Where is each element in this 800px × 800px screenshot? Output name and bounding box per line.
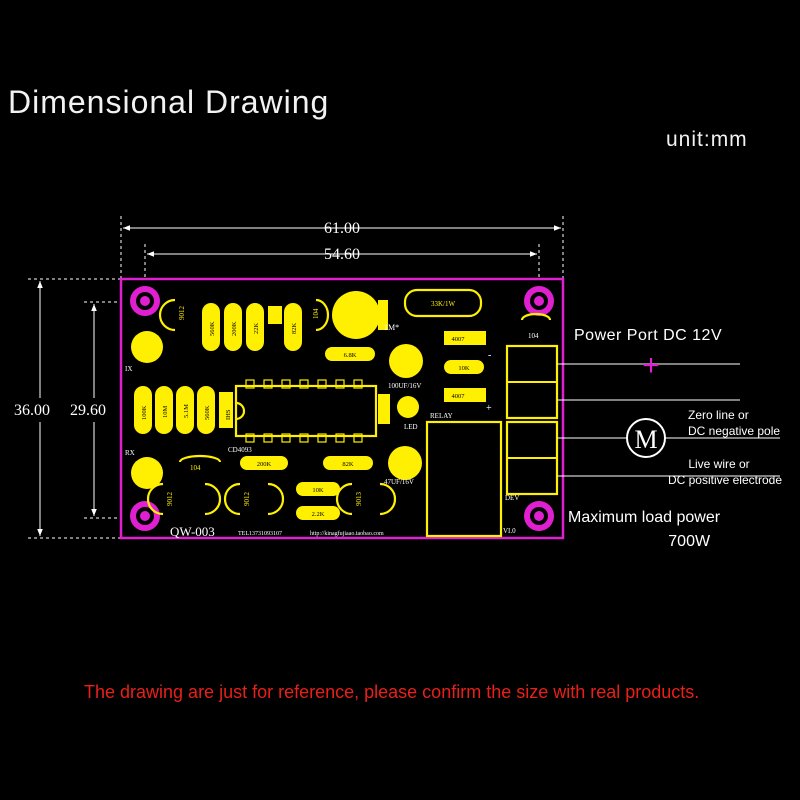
capacitor-100uf — [389, 344, 423, 378]
resistor-row-top: 560K 200K 22K 82K — [202, 303, 302, 351]
transistor-bottom-2 — [223, 482, 241, 516]
live-wire-text-2: DC positive electrode — [667, 473, 782, 487]
board-url: http://kinagfujiaao.taobao.com — [310, 530, 384, 537]
svg-text:200K: 200K — [231, 321, 238, 336]
mounting-holes — [130, 286, 554, 531]
power-port-label: Power Port DC 12V — [574, 327, 723, 344]
capacitor-104-mid — [178, 454, 222, 463]
capacitor-104-top — [315, 298, 330, 332]
resistor-6k8 — [325, 347, 375, 361]
svg-text:22K: 22K — [253, 323, 260, 335]
live-wire-text-1: Live wire or — [688, 457, 750, 471]
unit-label: unit:mm — [666, 128, 748, 151]
svg-text:100K: 100K — [141, 405, 148, 420]
diode-1 — [444, 331, 486, 345]
svg-text:104: 104 — [528, 332, 539, 340]
svg-text:104: 104 — [312, 308, 320, 319]
dim-outer-height-text: 36.00 — [14, 402, 50, 419]
diode-2 — [444, 388, 486, 402]
max-load-text-1: Maximum load power — [568, 509, 721, 526]
ic-chip — [234, 384, 378, 438]
svg-text:-: - — [488, 350, 491, 361]
svg-text:104: 104 — [190, 464, 201, 472]
svg-text:+: + — [486, 403, 492, 414]
relay — [425, 420, 503, 538]
live-wire-label: Live wire or DC positive electrode — [656, 456, 782, 488]
ir-sensor-bottom — [131, 457, 163, 489]
ir-sensor-top — [131, 331, 163, 363]
transistor-bottom-3 — [335, 482, 353, 516]
transistor-top-1 — [158, 298, 176, 332]
dim-outer-width-text: 61.00 — [324, 220, 360, 237]
svg-text:4007: 4007 — [452, 336, 466, 343]
svg-text:560K: 560K — [209, 321, 216, 336]
label-9012-a: 9012 — [178, 306, 186, 321]
svg-text:4007: 4007 — [452, 393, 466, 400]
resistor-33k — [403, 288, 483, 318]
label-rx: RX — [125, 449, 135, 457]
svg-text:200K: 200K — [257, 461, 272, 468]
page-title: Dimensional Drawing — [8, 84, 330, 120]
motor-icon — [626, 418, 666, 458]
svg-text:47UF/16V: 47UF/16V — [384, 478, 414, 486]
svg-text:10K: 10K — [458, 365, 470, 372]
svg-text:LED: LED — [404, 423, 418, 431]
resistor-82k — [323, 456, 373, 470]
plus-sign: + — [642, 349, 660, 382]
svg-text:10M: 10M — [162, 406, 169, 419]
resistor-10k-a — [444, 360, 484, 374]
board-model: QW-003 — [170, 524, 215, 539]
pcb-board: IX RX 9012 560K 200K 22K 82K 104 1M* 6.8… — [119, 277, 565, 540]
svg-text:33K/1W: 33K/1W — [431, 300, 456, 308]
svg-text:9012: 9012 — [166, 492, 174, 507]
svg-text:2.2K: 2.2K — [312, 511, 325, 518]
resistor-10k-b — [296, 482, 340, 496]
svg-text:5.1M: 5.1M — [183, 404, 190, 418]
zero-line-text-1: Zero line or — [688, 408, 749, 422]
resistor-2k2 — [296, 506, 340, 520]
resistor-200k — [240, 456, 288, 470]
dim-inner-width-text: 54.60 — [324, 246, 360, 263]
svg-text:DEV: DEV — [505, 494, 519, 502]
wiring — [557, 363, 780, 477]
label-ix: IX — [125, 365, 132, 373]
board-tel: TEL13731093107 — [238, 531, 282, 537]
svg-text:IHS: IHS — [225, 409, 232, 420]
svg-text:9013: 9013 — [355, 492, 363, 507]
dim-inner-height-text: 29.60 — [70, 402, 106, 419]
max-load-text-2: 700W — [668, 533, 711, 550]
max-load-label: Maximum load power 700W — [568, 506, 720, 554]
svg-text:82K: 82K — [291, 323, 298, 335]
zero-line-text-2: DC negative pole — [688, 424, 781, 438]
svg-text:560K: 560K — [204, 405, 211, 420]
capacitor-47uf — [388, 446, 422, 480]
svg-text:100UF/16V: 100UF/16V — [388, 382, 421, 390]
label-chip: CD4093 — [228, 446, 252, 454]
svg-text:RELAY: RELAY — [430, 412, 453, 420]
svg-text:10K: 10K — [312, 487, 324, 494]
component-round-top — [332, 291, 380, 339]
led — [397, 396, 419, 418]
disclaimer-text: The drawing are just for reference, plea… — [84, 682, 700, 702]
resistor-row-left: 100K 10M 5.1M 560K IHS — [134, 386, 233, 434]
svg-text:1M*: 1M* — [384, 323, 399, 332]
svg-text:6.8K: 6.8K — [344, 352, 357, 359]
transistor-bottom-1 — [146, 482, 164, 516]
motor-symbol: M — [634, 425, 657, 454]
svg-text:VI.0: VI.0 — [503, 527, 516, 535]
zero-line-label: Zero line or DC negative pole — [688, 407, 780, 439]
svg-text:9012: 9012 — [243, 492, 251, 507]
svg-text:82K: 82K — [342, 461, 354, 468]
